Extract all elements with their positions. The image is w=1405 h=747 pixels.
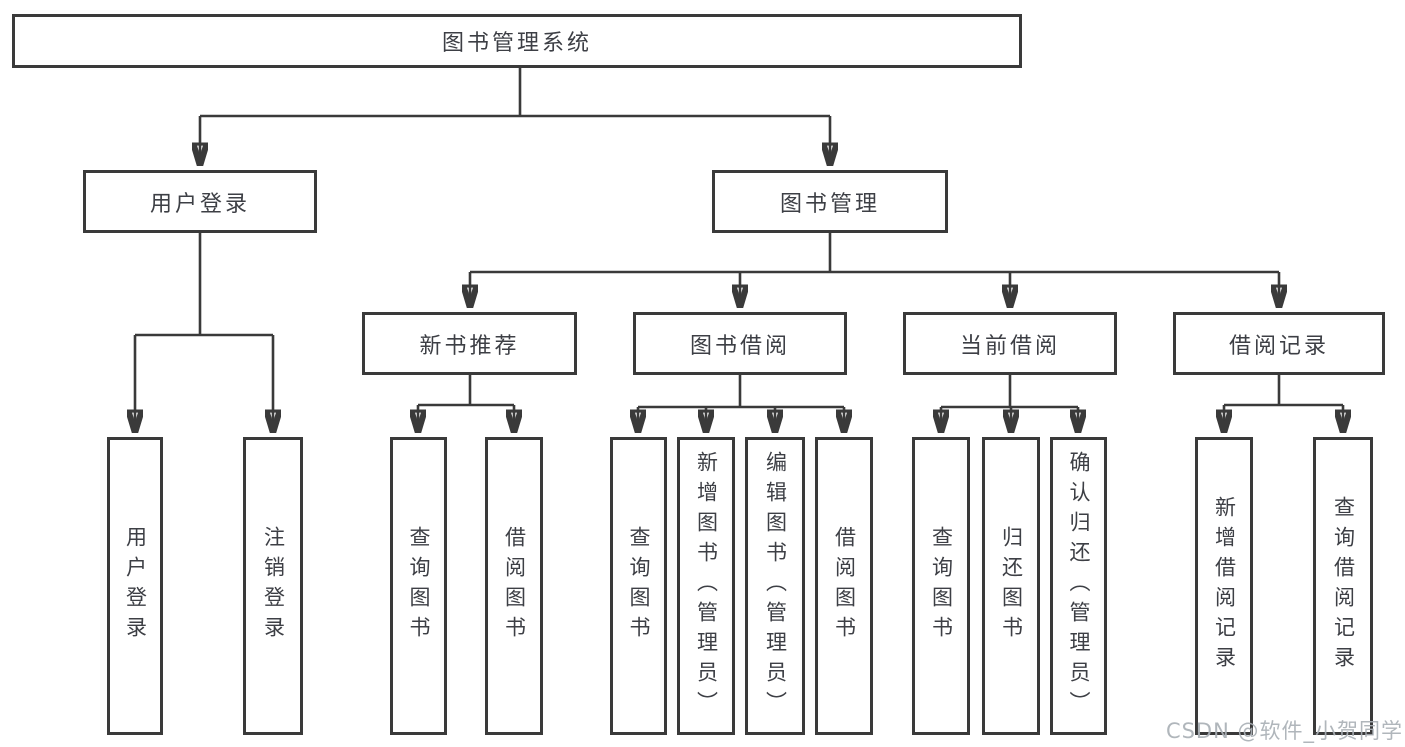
- node-label: 编辑图书（管理员）: [763, 451, 788, 721]
- node-label: 新书推荐: [419, 333, 520, 359]
- node-label: 借阅记录: [1228, 333, 1329, 359]
- node-label: 用户登录: [149, 191, 250, 217]
- leaf-edit-books-admin: 编辑图书（管理员）: [745, 437, 805, 735]
- node-label: 新增图书（管理员）: [694, 451, 719, 721]
- node-label: 归还图书: [999, 526, 1024, 646]
- node-user-login: 用户登录: [83, 170, 317, 233]
- leaf-borrow-books-2: 借阅图书: [815, 437, 873, 735]
- node-current-borrow: 当前借阅: [903, 312, 1117, 375]
- node-label: 图书管理: [779, 191, 880, 217]
- leaf-add-borrow-record: 新增借阅记录: [1195, 437, 1253, 735]
- node-label: 查询图书: [929, 526, 954, 646]
- node-label: 查询图书: [627, 526, 651, 646]
- node-label: 查询图书: [407, 526, 431, 646]
- leaf-add-books-admin: 新增图书（管理员）: [677, 437, 735, 735]
- leaf-return-books: 归还图书: [982, 437, 1040, 735]
- node-borrow-records: 借阅记录: [1173, 312, 1385, 375]
- node-new-book-recommend: 新书推荐: [362, 312, 577, 375]
- leaf-query-books-1: 查询图书: [390, 437, 447, 735]
- node-label: 确认归还（管理员）: [1067, 451, 1091, 721]
- csdn-watermark: CSDN @软件_小贺同学: [1165, 719, 1403, 743]
- node-label: 用户登录: [123, 526, 148, 646]
- leaf-logout: 注销登录: [243, 437, 303, 735]
- leaf-query-borrow-record: 查询借阅记录: [1313, 437, 1373, 735]
- node-book-management: 图书管理: [712, 170, 948, 233]
- leaf-query-books-3: 查询图书: [912, 437, 970, 735]
- node-system-root: 图书管理系统: [12, 14, 1022, 68]
- node-label: 借阅图书: [502, 526, 527, 646]
- node-label: 查询借阅记录: [1331, 496, 1356, 676]
- leaf-borrow-books-1: 借阅图书: [485, 437, 543, 735]
- node-label: 新增借阅记录: [1212, 496, 1237, 676]
- node-label: 注销登录: [261, 526, 286, 646]
- leaf-user-login: 用户登录: [107, 437, 163, 735]
- node-label: 图书管理系统: [441, 31, 592, 56]
- leaf-query-books-2: 查询图书: [610, 437, 667, 735]
- node-book-borrow: 图书借阅: [633, 312, 847, 375]
- node-label: 当前借阅: [959, 333, 1060, 359]
- node-label: 图书借阅: [689, 333, 790, 359]
- leaf-confirm-return-admin: 确认归还（管理员）: [1050, 437, 1107, 735]
- node-label: 借阅图书: [832, 526, 857, 646]
